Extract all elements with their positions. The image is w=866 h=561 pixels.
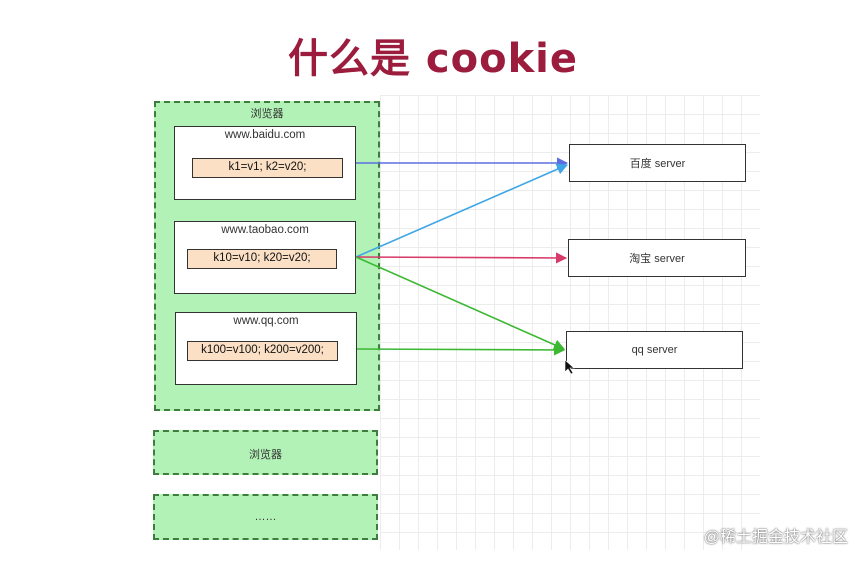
browser-label: …… [254, 511, 277, 523]
site-url: www.taobao.com [221, 224, 309, 236]
watermark-text: @稀土掘金技术社区 [703, 529, 848, 546]
site-box-taobao: www.taobao.com k10=v10; k20=v20; [174, 221, 356, 294]
arrow-taobao-to-qq-server [355, 256, 566, 351]
browser-label: 浏览器 [250, 108, 284, 120]
server-box-baidu: 百度 server [569, 144, 746, 182]
arrow-qq-to-qq-server [356, 344, 566, 356]
browser-container-2: 浏览器 [153, 430, 378, 475]
server-box-qq: qq server [566, 331, 743, 369]
server-box-taobao: 淘宝 server [568, 239, 746, 277]
cookie-box: k10=v10; k20=v20; [187, 249, 337, 269]
page-title: 什么是 cookie [287, 36, 579, 82]
site-box-baidu: www.baidu.com k1=v1; k2=v20; [174, 126, 356, 200]
browser-label: 浏览器 [249, 449, 282, 461]
browser-container-3: …… [153, 494, 378, 540]
mouse-cursor-icon [564, 359, 575, 375]
arrow-taobao-to-taobao-server [355, 252, 568, 264]
cookie-box: k1=v1; k2=v20; [192, 158, 343, 178]
site-url: www.qq.com [233, 315, 299, 327]
arrow-taobao-to-baidu-server [355, 163, 569, 258]
site-box-qq: www.qq.com k100=v100; k200=v200; [175, 312, 357, 385]
site-url: www.baidu.com [224, 129, 306, 141]
cookie-box: k100=v100; k200=v200; [187, 341, 338, 361]
